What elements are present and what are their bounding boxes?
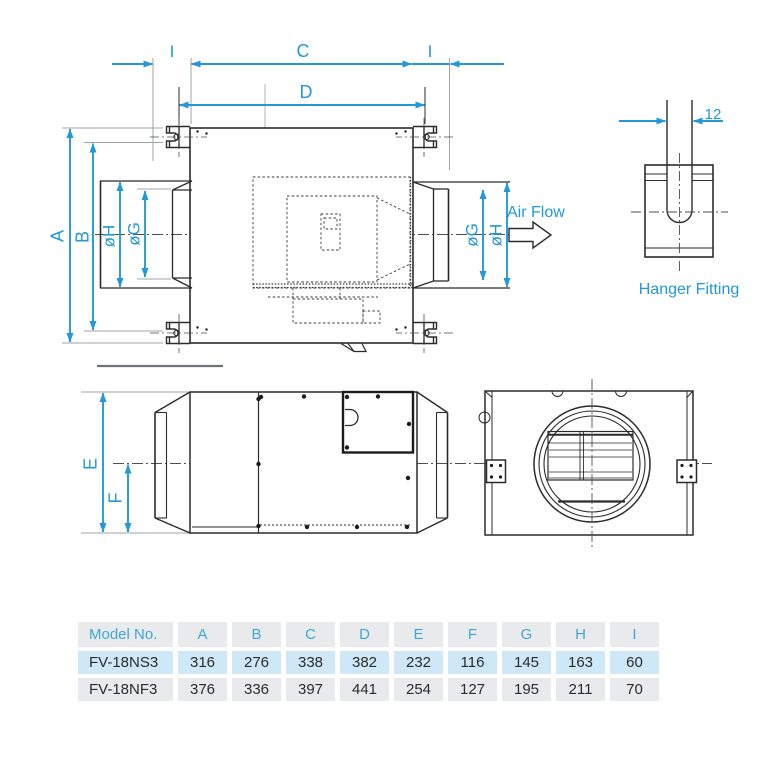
hanger-fitting-detail: 12 Hanger Fitting: [619, 100, 739, 298]
table-header-e: E: [394, 622, 443, 647]
dimension-table: Model No. A B C D E F G H I FV-18NS3 316…: [78, 622, 659, 701]
screws: [256, 394, 412, 530]
hanger-fitting-label: Hanger Fitting: [639, 281, 740, 298]
internal-fan-hidden-lines: [252, 176, 413, 324]
hanger-centerlines: [631, 153, 728, 272]
dim-label-d: D: [300, 82, 313, 102]
value-cell: 163: [556, 651, 605, 674]
top-view: [62, 58, 515, 368]
side-left-flange: [154, 391, 191, 534]
value-cell: 336: [232, 678, 281, 701]
cable-bushing: [345, 408, 359, 427]
value-cell: 316: [178, 651, 227, 674]
table-header-b: B: [232, 622, 281, 647]
right-duct-adapter: [412, 181, 510, 289]
value-cell: 70: [610, 678, 659, 701]
air-flow-annotation: Air Flow: [507, 204, 565, 250]
dim-label-b: B: [73, 231, 93, 243]
dim-label-e: E: [81, 458, 101, 470]
fan-grille: [547, 430, 634, 503]
extension-lines: [62, 58, 450, 344]
value-cell: 276: [232, 651, 281, 674]
value-cell: 338: [286, 651, 335, 674]
table-header-d: D: [340, 622, 389, 647]
dim-label-phi-g-left: øG: [125, 222, 144, 246]
value-cell: 145: [502, 651, 551, 674]
dim-label-i-left: I: [170, 42, 175, 61]
front-hanger-brackets: [485, 459, 698, 484]
table-header-g: G: [502, 622, 551, 647]
fan-body-side: [189, 391, 418, 534]
bottom-tab: [340, 342, 367, 353]
side-right-flange: [416, 391, 449, 534]
dim-label-c: C: [297, 41, 310, 61]
value-cell: 60: [610, 651, 659, 674]
air-flow-label: Air Flow: [507, 204, 565, 221]
side-dimensions: [99, 392, 132, 533]
dim-label-phi-h-right: øH: [487, 224, 506, 247]
table-header-f: F: [448, 622, 497, 647]
hanger-slot-width-label: 12: [705, 106, 722, 123]
value-cell: 127: [448, 678, 497, 701]
value-cell: 254: [394, 678, 443, 701]
dim-label-i-right: I: [428, 42, 433, 61]
table-header-i: I: [610, 622, 659, 647]
junction-box: [341, 390, 415, 454]
value-cell: 382: [340, 651, 389, 674]
value-cell: 232: [394, 651, 443, 674]
value-cell: 441: [340, 678, 389, 701]
value-cell: 195: [502, 678, 551, 701]
table-header-c: C: [286, 622, 335, 647]
value-cell: 116: [448, 651, 497, 674]
side-view: E F: [81, 390, 712, 534]
air-flow-arrow-icon: [508, 220, 553, 250]
value-cell: 211: [556, 678, 605, 701]
table-header-h: H: [556, 622, 605, 647]
table-header-model: Model No.: [78, 622, 173, 647]
dim-label-a: A: [48, 230, 68, 242]
top-dimension-labels: I C I D A B øH øG øG øH: [48, 41, 506, 247]
model-cell: FV-18NF3: [78, 678, 173, 701]
front-view: [478, 379, 698, 547]
table-header-a: A: [178, 622, 227, 647]
value-cell: 397: [286, 678, 335, 701]
dim-label-f: F: [106, 493, 126, 504]
fan-body-front: [484, 390, 694, 536]
model-cell: FV-18NS3: [78, 651, 173, 674]
value-cell: 376: [178, 678, 227, 701]
dim-label-phi-g-right: øG: [463, 223, 482, 247]
top-dimensions: [66, 60, 511, 343]
left-duct-adapter: [99, 180, 193, 289]
dim-label-phi-h-left: øH: [100, 225, 119, 248]
fan-body-top: [189, 127, 414, 344]
